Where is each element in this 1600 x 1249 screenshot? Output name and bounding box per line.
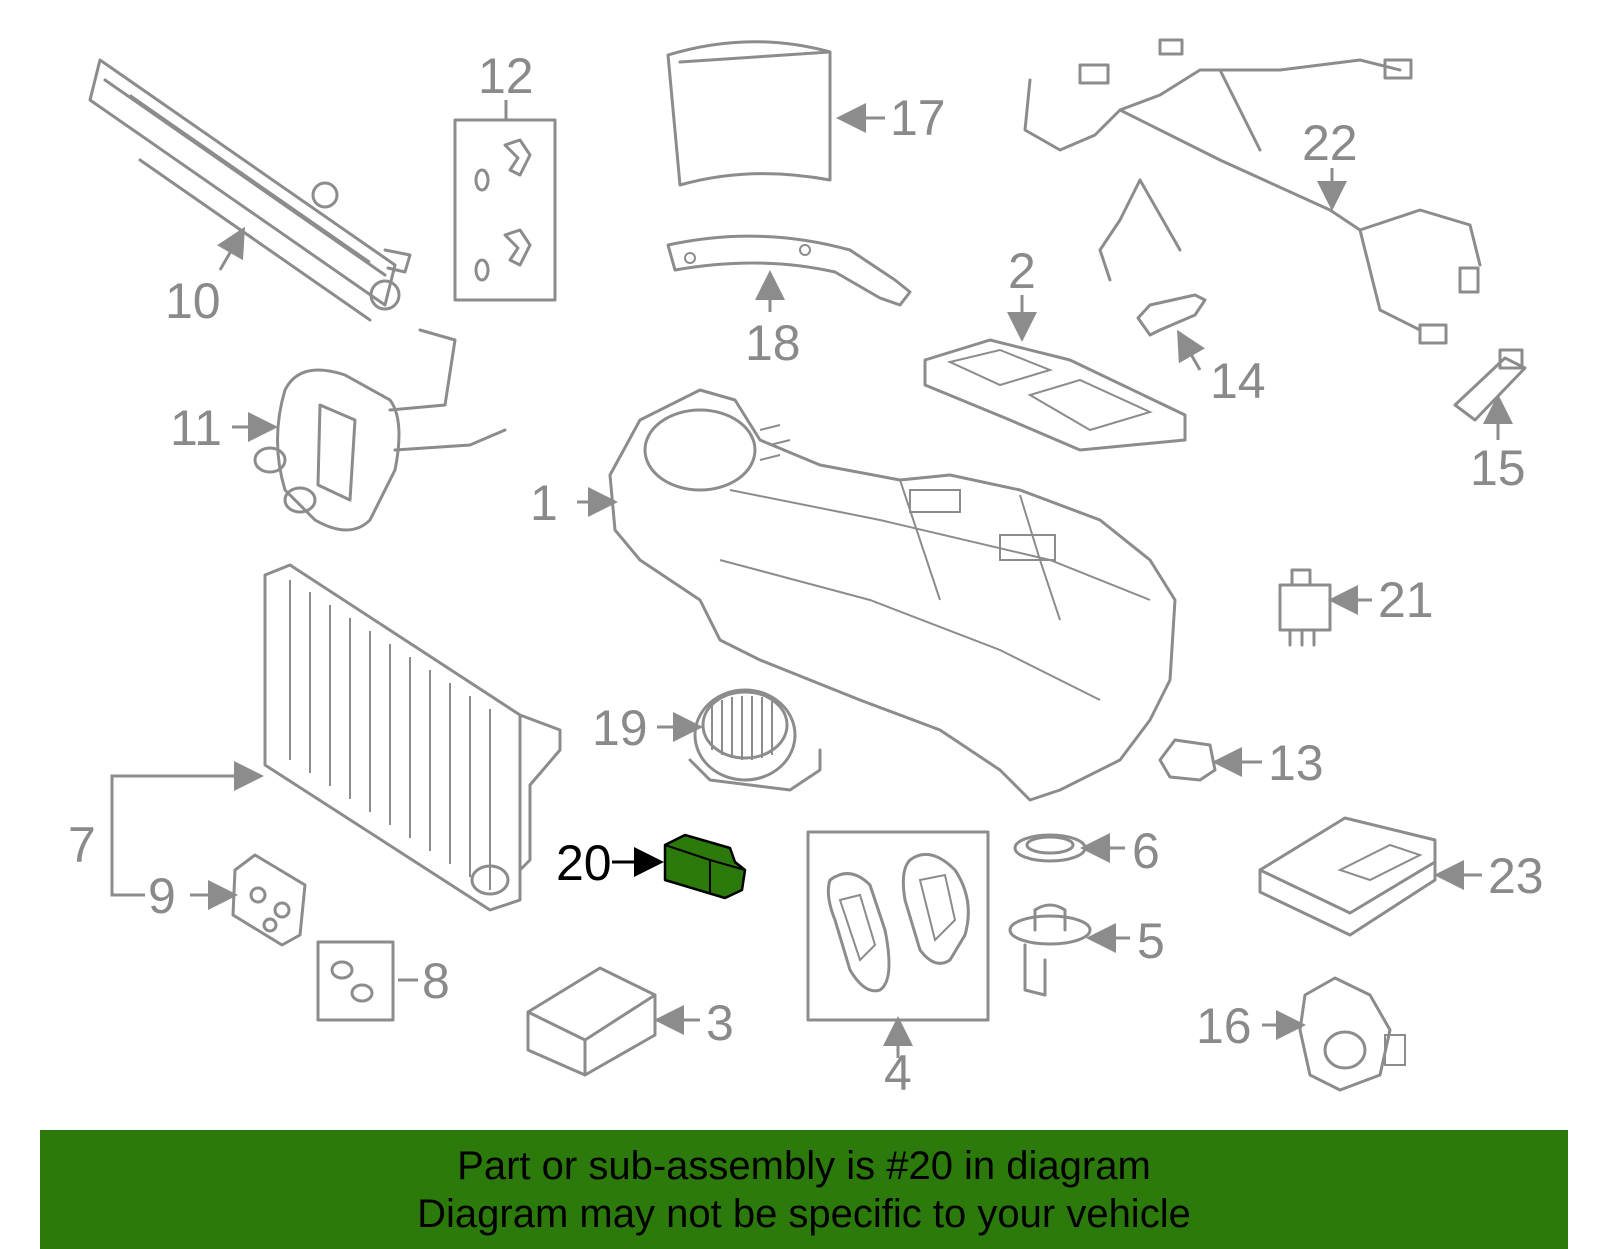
part-17-pad bbox=[666, 40, 832, 187]
part-4-seal-kit bbox=[806, 830, 990, 1022]
callout-16: 16 bbox=[1196, 998, 1252, 1054]
part-2-filter-frame bbox=[923, 338, 1187, 452]
part-18-duct bbox=[666, 234, 912, 307]
part-8-oring-kit bbox=[316, 940, 395, 1022]
part-5-bracket bbox=[1008, 903, 1092, 997]
callout-15: 15 bbox=[1470, 440, 1526, 496]
part-22-wiring-harness bbox=[1023, 38, 1482, 345]
part-3-filter bbox=[526, 966, 657, 1077]
callout-21: 21 bbox=[1378, 572, 1434, 628]
callout-18: 18 bbox=[745, 315, 801, 371]
part-12-clip-kit bbox=[453, 118, 557, 302]
callout-2: 2 bbox=[1008, 243, 1036, 299]
part-10-heater-core bbox=[88, 58, 412, 322]
footer-banner: Part or sub-assembly is #20 in diagram D… bbox=[40, 1130, 1568, 1249]
part-6-ring bbox=[1013, 833, 1087, 863]
callout-19: 19 bbox=[592, 700, 648, 756]
part-19-blower-motor bbox=[688, 688, 822, 792]
callout-8: 8 bbox=[422, 953, 450, 1009]
part-9-expansion-valve bbox=[231, 853, 307, 947]
callout-6: 6 bbox=[1132, 823, 1160, 879]
part-7-evaporator bbox=[263, 563, 562, 912]
callout-4: 4 bbox=[884, 1045, 912, 1101]
callout-13: 13 bbox=[1268, 735, 1324, 791]
footer-line-1: Part or sub-assembly is #20 in diagram bbox=[457, 1144, 1151, 1188]
part-21-switch bbox=[1278, 568, 1332, 647]
part-13-gasket bbox=[1158, 738, 1217, 782]
part-16-module bbox=[1298, 976, 1406, 1092]
callout-22: 22 bbox=[1302, 115, 1358, 171]
part-1-hvac-housing bbox=[608, 388, 1177, 802]
callout-3: 3 bbox=[706, 995, 734, 1051]
callout-14: 14 bbox=[1210, 353, 1266, 409]
callout-7: 7 bbox=[68, 817, 96, 873]
callout-9: 9 bbox=[148, 868, 176, 924]
part-11-heater-core-assembly bbox=[253, 328, 507, 532]
part-15-sensor bbox=[1453, 348, 1527, 422]
part-23-control-module bbox=[1258, 816, 1437, 937]
part-14-connector bbox=[1136, 293, 1207, 337]
callout-20: 20 bbox=[556, 835, 612, 891]
part-20-actuator-highlighted[interactable] bbox=[663, 833, 747, 900]
parts-diagram: 10 12 17 18 22 bbox=[68, 38, 1544, 1101]
callout-17: 17 bbox=[890, 90, 946, 146]
callout-10: 10 bbox=[165, 273, 221, 329]
footer-line-2: Diagram may not be specific to your vehi… bbox=[417, 1192, 1191, 1236]
callout-1: 1 bbox=[530, 475, 558, 531]
callout-11: 11 bbox=[170, 400, 222, 456]
callout-23: 23 bbox=[1488, 848, 1544, 904]
callout-5: 5 bbox=[1137, 913, 1165, 969]
callout-12: 12 bbox=[478, 48, 534, 104]
